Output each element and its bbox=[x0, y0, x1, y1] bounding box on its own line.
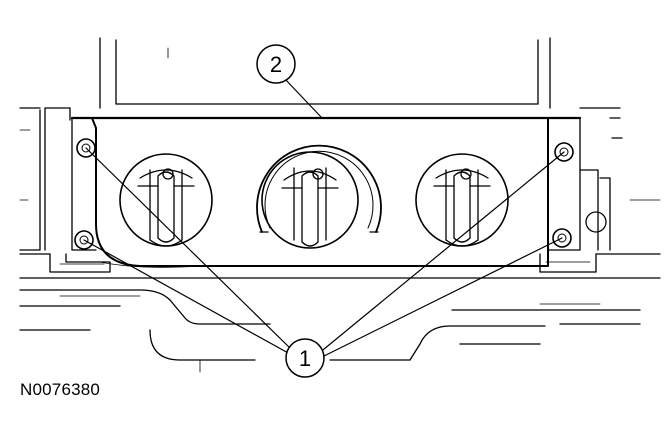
left-control-knob bbox=[119, 153, 213, 247]
dash-structure bbox=[19, 37, 661, 373]
leader-lines-callout-1 bbox=[83, 147, 565, 359]
callout-2: 2 bbox=[256, 44, 296, 84]
side-grommet bbox=[585, 211, 607, 233]
callout-1: 1 bbox=[285, 338, 325, 378]
right-control-knob bbox=[415, 153, 509, 247]
leader-line-callout-2 bbox=[283, 77, 323, 119]
figure-id: N0076380 bbox=[20, 380, 101, 399]
mounting-bracket-right bbox=[539, 253, 597, 273]
climate-control-panel bbox=[70, 116, 582, 268]
center-control-knob bbox=[256, 144, 382, 249]
mounting-bracket-left bbox=[49, 253, 111, 273]
callout-1-number: 1 bbox=[299, 346, 311, 371]
callout-2-number: 2 bbox=[270, 52, 282, 77]
